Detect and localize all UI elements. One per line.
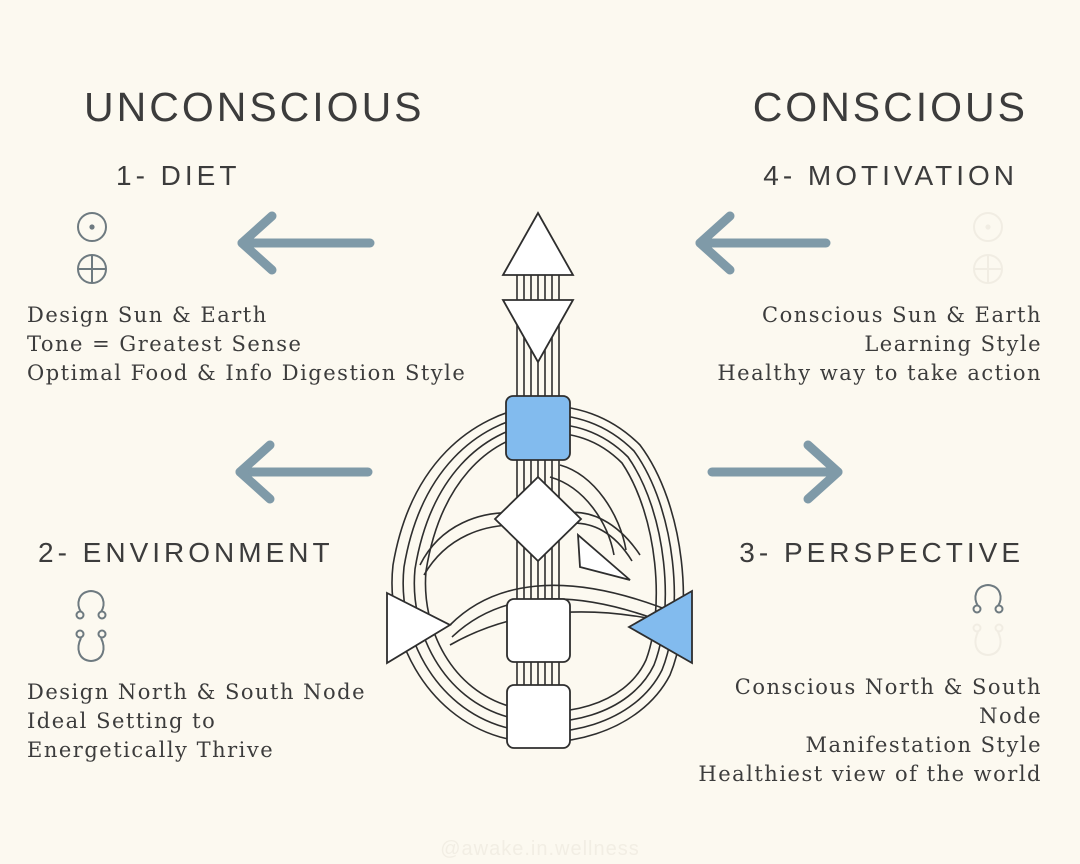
motivation-line: Conscious Sun & Earth (762, 303, 1042, 327)
motivation-line: Learning Style (864, 332, 1042, 356)
diet-arrow (237, 211, 375, 275)
motivation-glyphs (973, 212, 1003, 284)
root-center (506, 684, 571, 749)
sacral-center (506, 598, 571, 663)
north-node-icon (75, 589, 107, 620)
g-center (493, 475, 583, 563)
sun-symbol-icon (77, 212, 107, 242)
head-center (501, 211, 575, 276)
watermark: @awake.in.wellness (440, 838, 640, 860)
south-node-icon (75, 629, 107, 663)
environment-glyphs (75, 589, 107, 663)
perspective-line: Conscious North & South (734, 675, 1042, 699)
earth-symbol-icon (77, 254, 107, 284)
north-node-icon (972, 583, 1004, 614)
perspective-line: Node (979, 704, 1042, 728)
perspective-glyphs (972, 583, 1004, 657)
environment-section-title: 2- ENVIRONMENT (38, 537, 334, 568)
perspective-line: Healthiest view of the world (698, 762, 1042, 786)
unconscious-heading: UNCONSCIOUS (84, 84, 425, 130)
motivation-description: Conscious Sun & Earth Learning Style Hea… (717, 301, 1042, 388)
environment-line: Ideal Setting to (27, 709, 217, 733)
south-node-icon (972, 623, 1004, 657)
sun-symbol-icon (973, 212, 1003, 242)
heart-center (576, 532, 631, 581)
spleen-center (386, 591, 452, 665)
motivation-line: Healthy way to take action (717, 361, 1042, 385)
environment-arrow (235, 440, 373, 504)
diet-description: Design Sun & Earth Tone = Greatest Sense… (27, 301, 466, 388)
environment-line: Energetically Thrive (27, 738, 275, 762)
conscious-heading: CONSCIOUS (752, 84, 1028, 130)
perspective-description: Conscious North & South Node Manifestati… (698, 673, 1042, 789)
diet-line: Optimal Food & Info Digestion Style (27, 361, 467, 385)
perspective-section-title: 3- PERSPECTIVE (739, 537, 1024, 568)
diet-glyphs (77, 212, 107, 284)
motivation-arrow (695, 211, 831, 275)
motivation-section-title: 4- MOTIVATION (763, 160, 1018, 191)
ajna-center (501, 299, 575, 364)
diet-section-title: 1- DIET (116, 160, 241, 191)
diet-line: Tone = Greatest Sense (27, 332, 303, 356)
earth-symbol-icon (973, 254, 1003, 284)
solar-plexus-center (627, 589, 693, 665)
perspective-arrow (707, 440, 843, 504)
environment-line: Design North & South Node (27, 680, 367, 704)
diet-line: Design Sun & Earth (27, 303, 268, 327)
throat-center (505, 395, 571, 461)
bodygraph-diagram (386, 211, 693, 749)
environment-description: Design North & South Node Ideal Setting … (27, 678, 366, 765)
perspective-line: Manifestation Style (805, 733, 1042, 757)
